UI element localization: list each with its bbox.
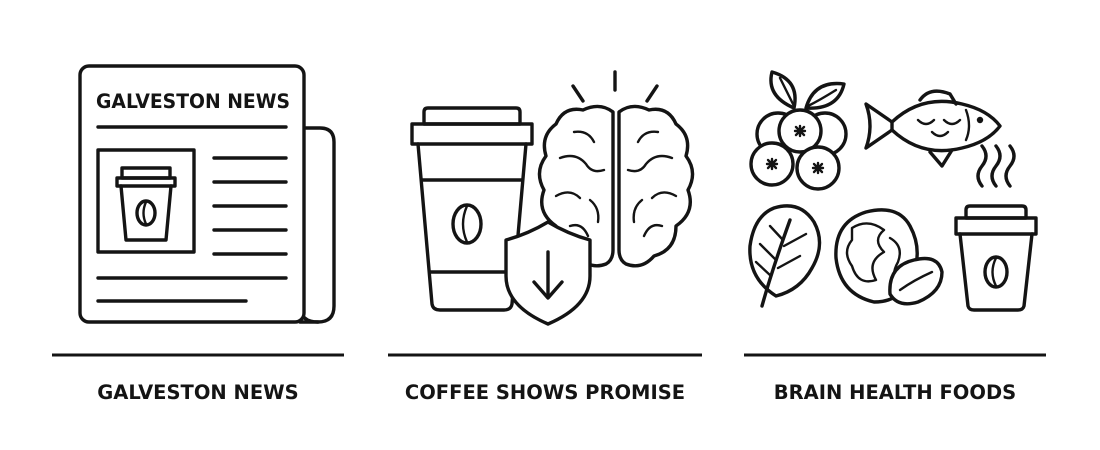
hot-coffee-cup-icon <box>954 144 1038 312</box>
caption-galveston-news: GALVESTON NEWS <box>97 381 299 404</box>
berries-icon <box>749 70 848 191</box>
newspaper-icon: GALVESTON NEWS <box>78 64 336 324</box>
fish-icon <box>864 89 1002 168</box>
shield-arrow-icon <box>504 220 592 326</box>
caption-coffee-shows-promise: COFFEE SHOWS PROMISE <box>404 381 686 404</box>
spinach-leaf-icon <box>748 204 822 308</box>
newspaper-photo-cup-icon <box>115 166 177 242</box>
coffee-cup-icon <box>410 106 534 312</box>
newspaper-masthead: GALVESTON NEWS <box>96 90 290 113</box>
caption-brain-health-foods: BRAIN HEALTH FOODS <box>773 381 1017 404</box>
almond-icon <box>888 256 944 306</box>
